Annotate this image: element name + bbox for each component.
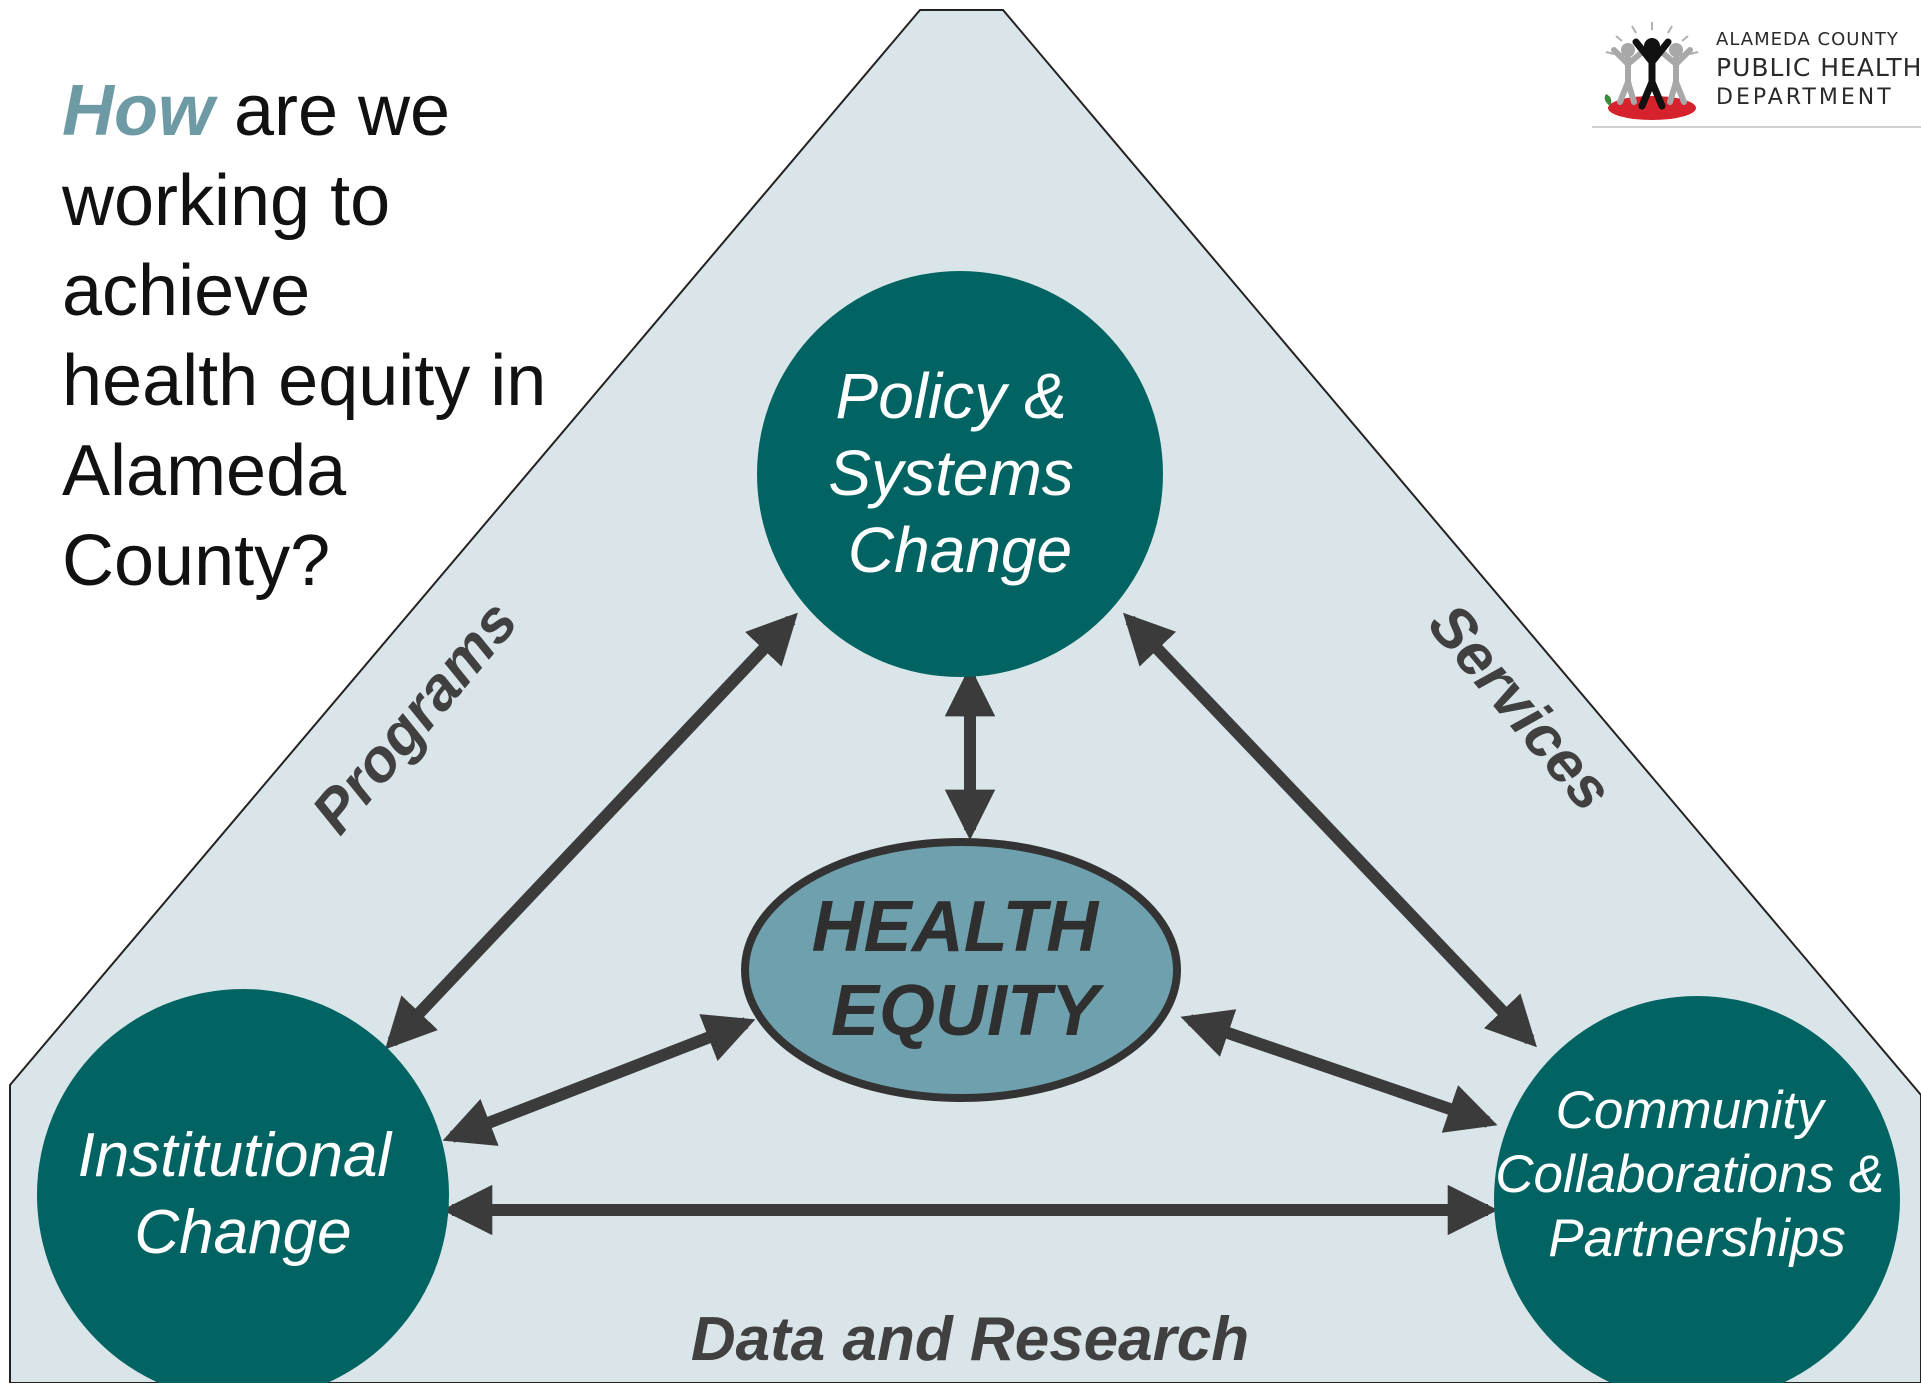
heading-line-6: County? bbox=[62, 521, 331, 601]
heading-line-5: Alameda bbox=[62, 431, 347, 511]
heading-line-1: How are we bbox=[62, 66, 602, 156]
node-community-line3: Partnerships bbox=[1548, 1209, 1846, 1268]
side-label-data-research: Data and Research bbox=[691, 1305, 1249, 1374]
node-policy-circle bbox=[757, 271, 1163, 677]
node-institutional-circle bbox=[37, 989, 449, 1388]
svg-text:Institutional Change: Institutional Change bbox=[78, 1121, 409, 1267]
arrow-policy-institutional bbox=[385, 612, 798, 1050]
heading-line-4: health equity in bbox=[62, 341, 547, 421]
logo-divider bbox=[1592, 126, 1921, 128]
node-institutional-line1: Institutional bbox=[78, 1121, 394, 1190]
logo-figures-icon bbox=[1604, 22, 1699, 120]
heading-line-2: working to bbox=[62, 161, 391, 241]
arrow-health-equity-community bbox=[1180, 1009, 1498, 1133]
node-health-equity-line1: HEALTH bbox=[812, 887, 1101, 967]
node-community-collaborations: Community Collaborations & Partnerships bbox=[1494, 996, 1900, 1388]
node-health-equity: HEALTH EQUITY bbox=[741, 838, 1181, 1102]
node-community-line2: Collaborations & bbox=[1495, 1145, 1884, 1204]
node-policy-line2: Systems bbox=[828, 437, 1073, 509]
svg-text:Policy & Systems: Policy & Systems Change bbox=[828, 360, 1091, 586]
arrow-policy-community bbox=[1123, 612, 1537, 1048]
heading-emphasis: How bbox=[62, 71, 214, 151]
node-health-equity-ellipse bbox=[741, 838, 1181, 1102]
node-health-equity-line2: EQUITY bbox=[831, 971, 1105, 1051]
logo-text: ALAMEDA COUNTY PUBLIC HEALTH DEPARTMENT bbox=[1716, 28, 1921, 112]
logo-line-3: DEPARTMENT bbox=[1716, 85, 1894, 110]
agency-logo: ALAMEDA COUNTY PUBLIC HEALTH DEPARTMENT bbox=[1592, 20, 1921, 132]
svg-text:HEALTH EQUITY: HEALTH EQUITY bbox=[812, 887, 1119, 1051]
node-policy-systems-change: Policy & Systems Change bbox=[757, 271, 1163, 677]
page-heading: How are we working to achieve health equ… bbox=[62, 66, 602, 606]
svg-text:Community Collaboratio: Community Collaborations & Partnerships bbox=[1495, 1081, 1899, 1268]
node-policy-line3: Change bbox=[848, 514, 1072, 586]
node-community-circle bbox=[1494, 996, 1900, 1388]
logo-line-1: ALAMEDA COUNTY bbox=[1716, 29, 1899, 50]
arrow-health-equity-institutional bbox=[442, 1014, 756, 1146]
node-institutional-change: Institutional Change bbox=[37, 989, 449, 1388]
node-policy-line1: Policy & bbox=[836, 360, 1067, 432]
logo-line-2: PUBLIC HEALTH bbox=[1716, 53, 1921, 82]
node-community-line1: Community bbox=[1556, 1081, 1828, 1140]
heading-line-3: achieve bbox=[62, 251, 311, 331]
heading-line1-rest: are we bbox=[213, 71, 451, 151]
node-institutional-line2: Change bbox=[134, 1198, 351, 1267]
